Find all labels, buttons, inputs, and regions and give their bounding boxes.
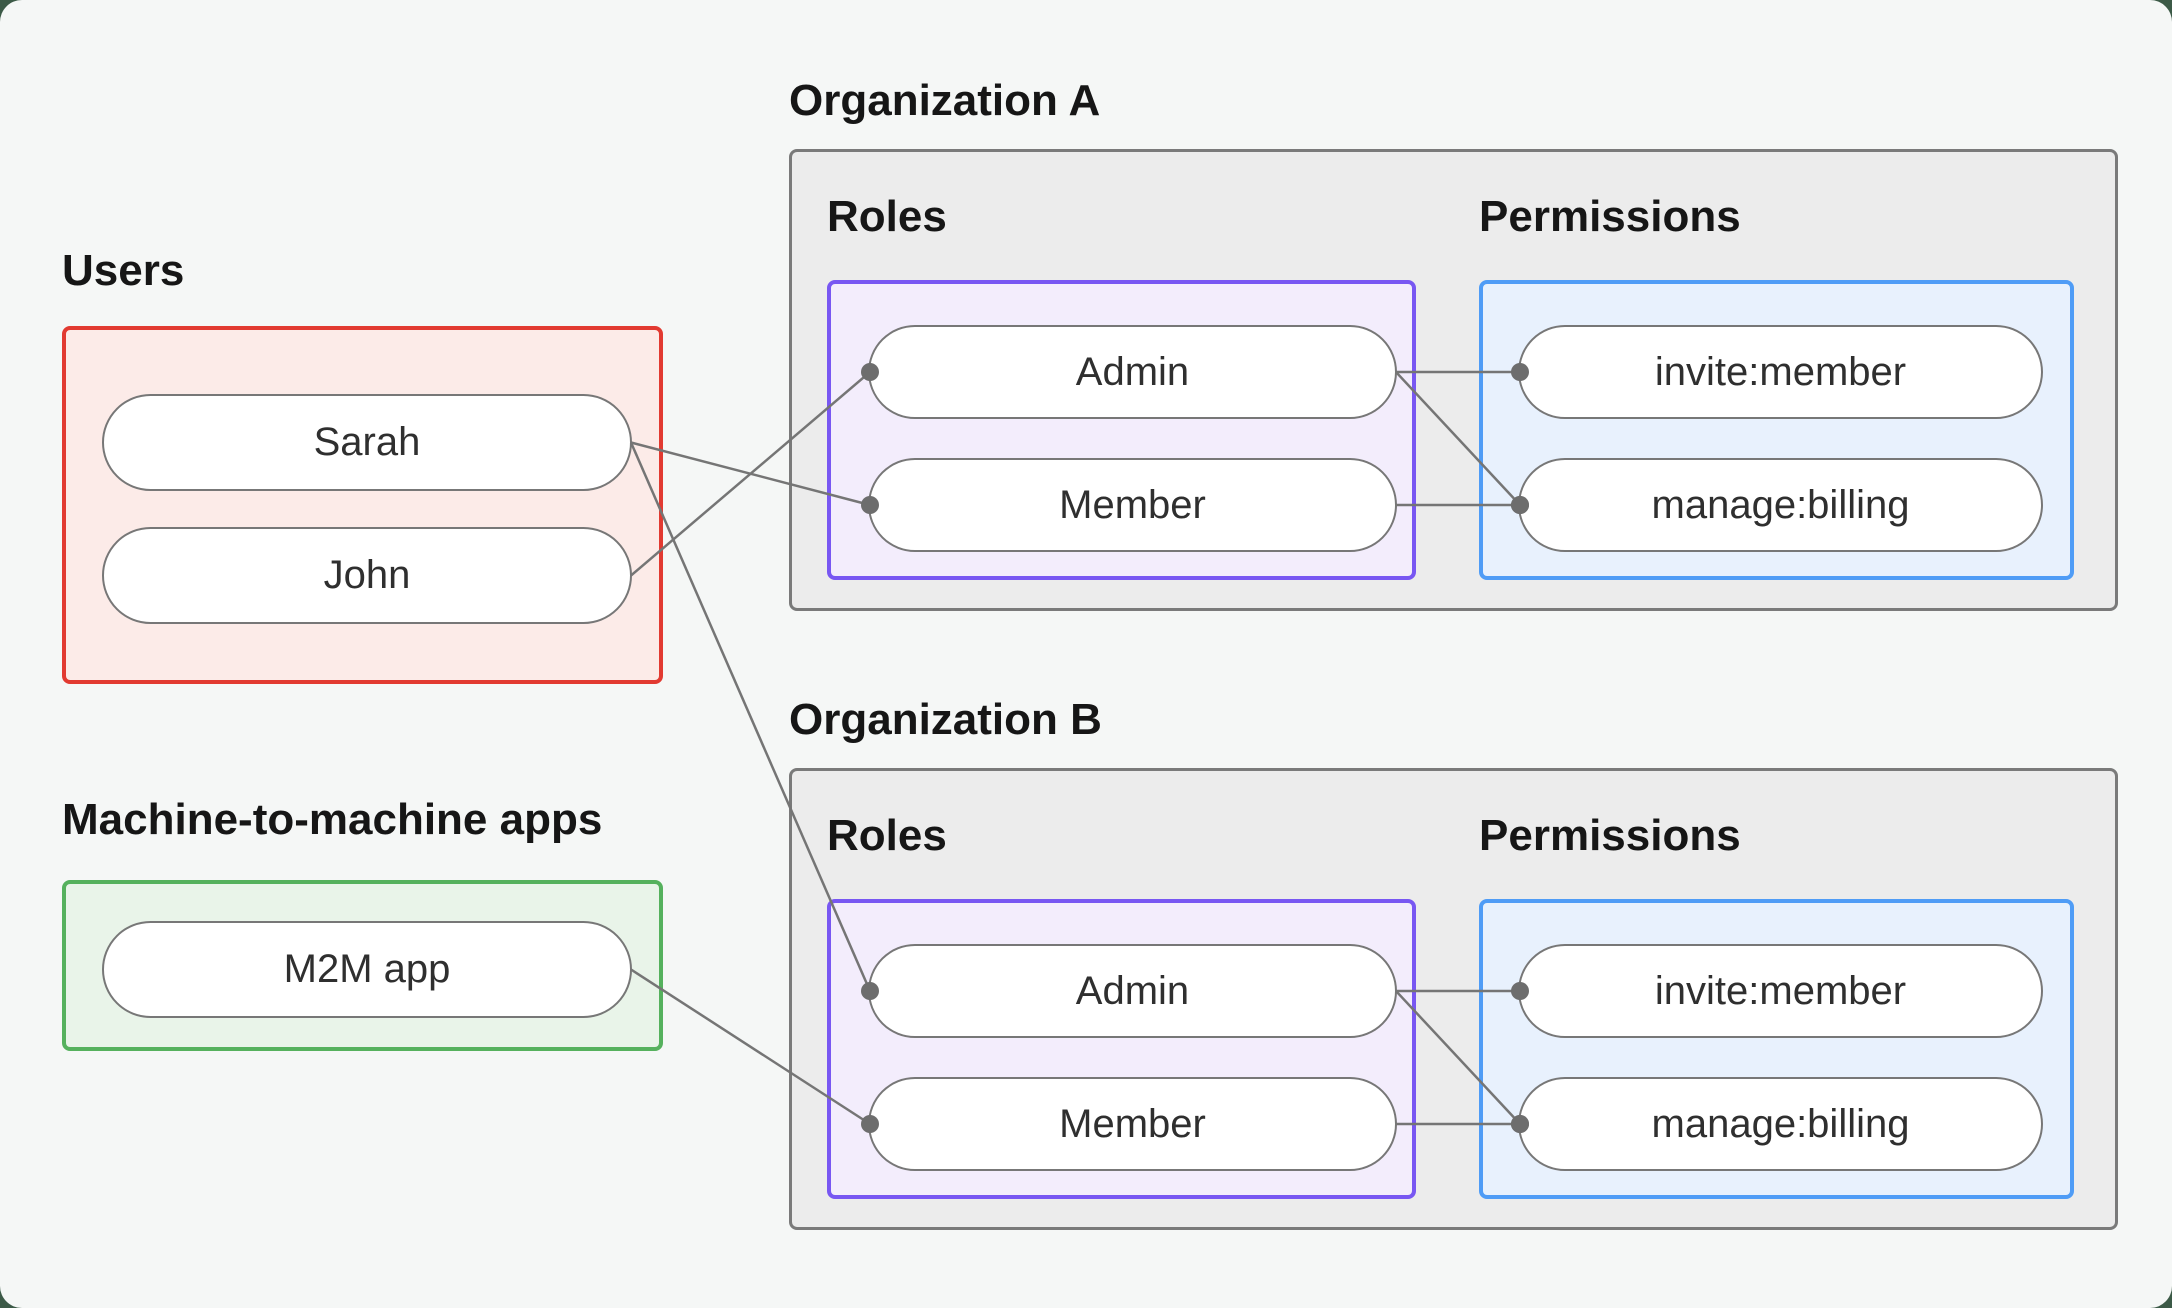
node-org-b-member-label: Member [1059, 1101, 1206, 1146]
users-group-box: Sarah John [62, 326, 663, 684]
org-b-permissions-box: invite:member manage:billing [1479, 899, 2074, 1199]
node-sarah: Sarah [102, 394, 632, 491]
org-a-box: Roles Permissions Admin Member invite:me… [789, 149, 2118, 611]
node-m2m-app-label: M2M app [283, 947, 451, 991]
node-m2m-app: M2M app [102, 921, 632, 1018]
org-b-box: Roles Permissions Admin Member invite:me… [789, 768, 2118, 1230]
m2m-section-label: Machine-to-machine apps [62, 795, 603, 844]
org-a-title: Organization A [789, 76, 1101, 125]
org-b-permissions-label: Permissions [1479, 811, 1741, 860]
node-org-b-admin-label: Admin [1075, 968, 1190, 1013]
node-org-a-member: Member [868, 458, 1397, 552]
org-b-roles-box: Admin Member [827, 899, 1416, 1199]
node-org-a-manage-billing: manage:billing [1518, 458, 2043, 552]
node-org-b-member: Member [868, 1077, 1397, 1171]
node-org-b-manage-billing-label: manage:billing [1651, 1101, 1910, 1146]
node-john: John [102, 527, 632, 624]
org-a-permissions-box: invite:member manage:billing [1479, 280, 2074, 580]
node-org-a-invite-member: invite:member [1518, 325, 2043, 419]
node-org-a-admin: Admin [868, 325, 1397, 419]
node-org-b-admin: Admin [868, 944, 1397, 1038]
m2m-group-box: M2M app [62, 880, 663, 1051]
org-b-roles-label: Roles [827, 811, 947, 860]
org-a-permissions-label: Permissions [1479, 192, 1741, 241]
org-a-roles-label: Roles [827, 192, 947, 241]
users-section-label: Users [62, 246, 185, 295]
node-org-b-manage-billing: manage:billing [1518, 1077, 2043, 1171]
node-org-b-invite-member: invite:member [1518, 944, 2043, 1038]
node-org-b-invite-member-label: invite:member [1654, 968, 1907, 1013]
node-john-label: John [323, 553, 411, 597]
node-sarah-label: Sarah [313, 420, 421, 464]
node-org-a-manage-billing-label: manage:billing [1651, 482, 1910, 527]
org-b-title: Organization B [789, 695, 1102, 744]
org-a-roles-box: Admin Member [827, 280, 1416, 580]
node-org-a-member-label: Member [1059, 482, 1206, 527]
node-org-a-admin-label: Admin [1075, 349, 1190, 394]
node-org-a-invite-member-label: invite:member [1654, 349, 1907, 394]
